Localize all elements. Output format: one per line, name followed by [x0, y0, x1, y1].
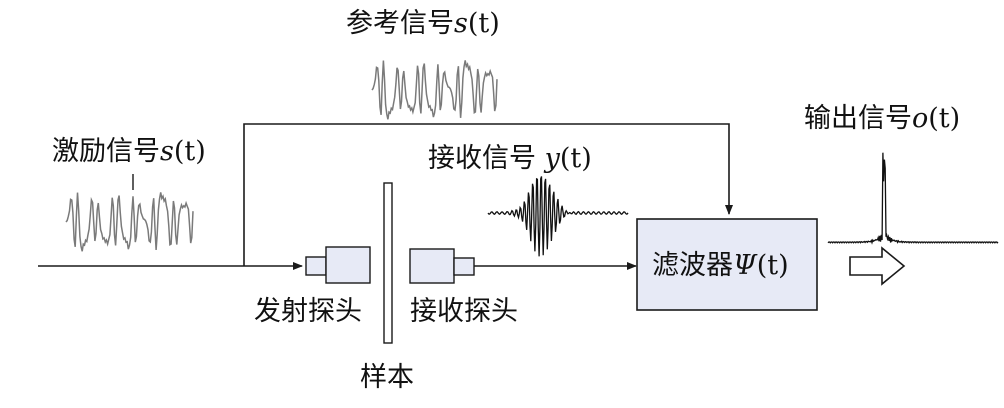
output-signal-label: 输出信号o(t)	[804, 103, 961, 134]
reference-path-line	[243, 123, 733, 266]
sample-plate	[383, 182, 393, 344]
transmit-probe-label: 发射探头	[254, 296, 362, 327]
received-signal-label: 接收信号 y(t)	[428, 143, 592, 174]
output-waveform	[827, 152, 999, 245]
receive-probe	[409, 248, 475, 284]
transmit-probe	[305, 246, 371, 284]
filter-label: 滤波器Ψ(t)	[652, 250, 789, 281]
sample-label: 样本	[360, 362, 414, 393]
received-waveform	[487, 176, 629, 257]
receive-probe-label: 接收探头	[410, 296, 518, 327]
output-arrow	[849, 246, 906, 286]
excitation-signal-label: 激励信号s(t)	[52, 136, 206, 167]
reference-signal-label: 参考信号s(t)	[346, 8, 500, 39]
excitation-waveform	[65, 192, 194, 252]
filter-box	[636, 218, 818, 311]
reference-waveform	[371, 60, 498, 120]
